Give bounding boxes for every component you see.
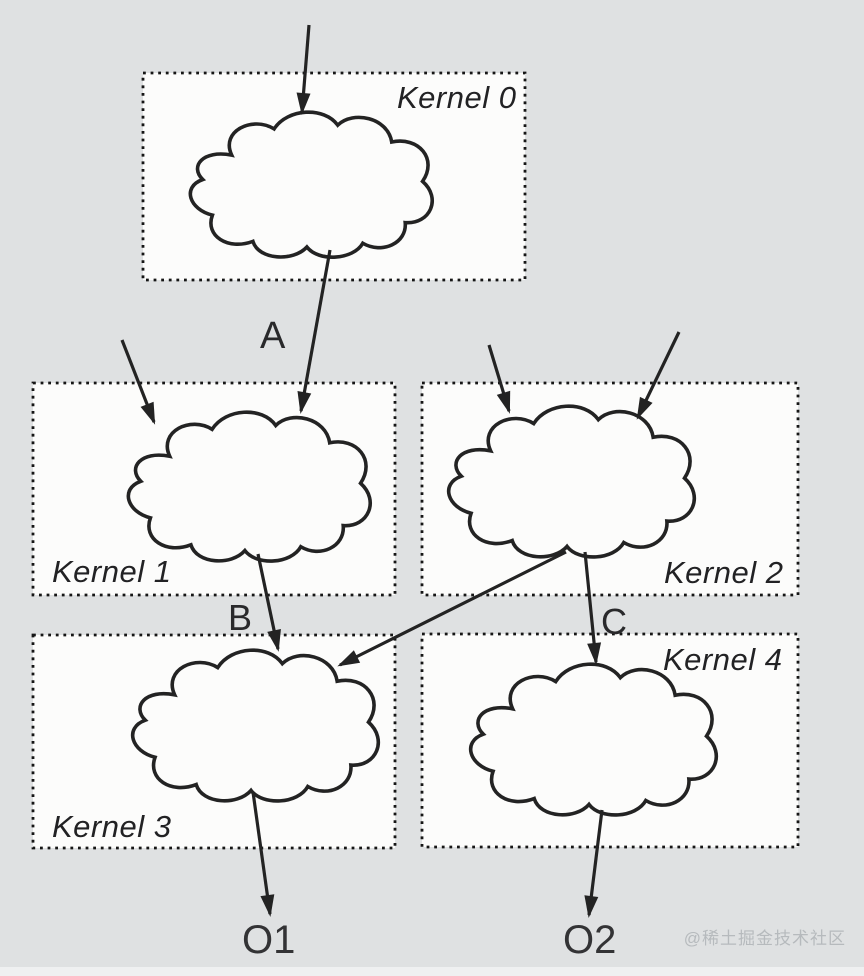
- arrow-input-kernel2-right: [636, 331, 681, 420]
- edge-label-b: B: [228, 597, 253, 638]
- bottom-edge-strip: [0, 967, 864, 976]
- arrow-input-kernel2-left: [487, 344, 511, 414]
- arrow-output-o1: [251, 791, 275, 917]
- arrow-output-o2: [584, 809, 604, 918]
- arrow-edge-c-kernel2-kernel4: [583, 551, 602, 665]
- output-o1-label: O1: [242, 918, 296, 962]
- arrow-edge-kernel2-kernel3: [337, 550, 567, 667]
- output-o2-label: O2: [563, 918, 617, 962]
- arrow-edge-a-kernel0-kernel1: [297, 249, 332, 414]
- arrow-input-kernel0: [296, 24, 311, 115]
- kernel3-label: Kernel 3: [52, 809, 172, 844]
- edge-label-c: C: [601, 601, 627, 642]
- kernel0-label: Kernel 0: [397, 80, 517, 115]
- arrow-input-kernel1: [120, 339, 156, 425]
- edge-label-a: A: [260, 315, 286, 357]
- watermark: @稀土掘金技术社区: [683, 929, 846, 948]
- kernel1-label: Kernel 1: [52, 554, 172, 589]
- kernel2-label: Kernel 2: [664, 555, 784, 590]
- kernel4-label: Kernel 4: [663, 642, 783, 677]
- arrow-edge-b-kernel1-kernel3: [256, 553, 281, 652]
